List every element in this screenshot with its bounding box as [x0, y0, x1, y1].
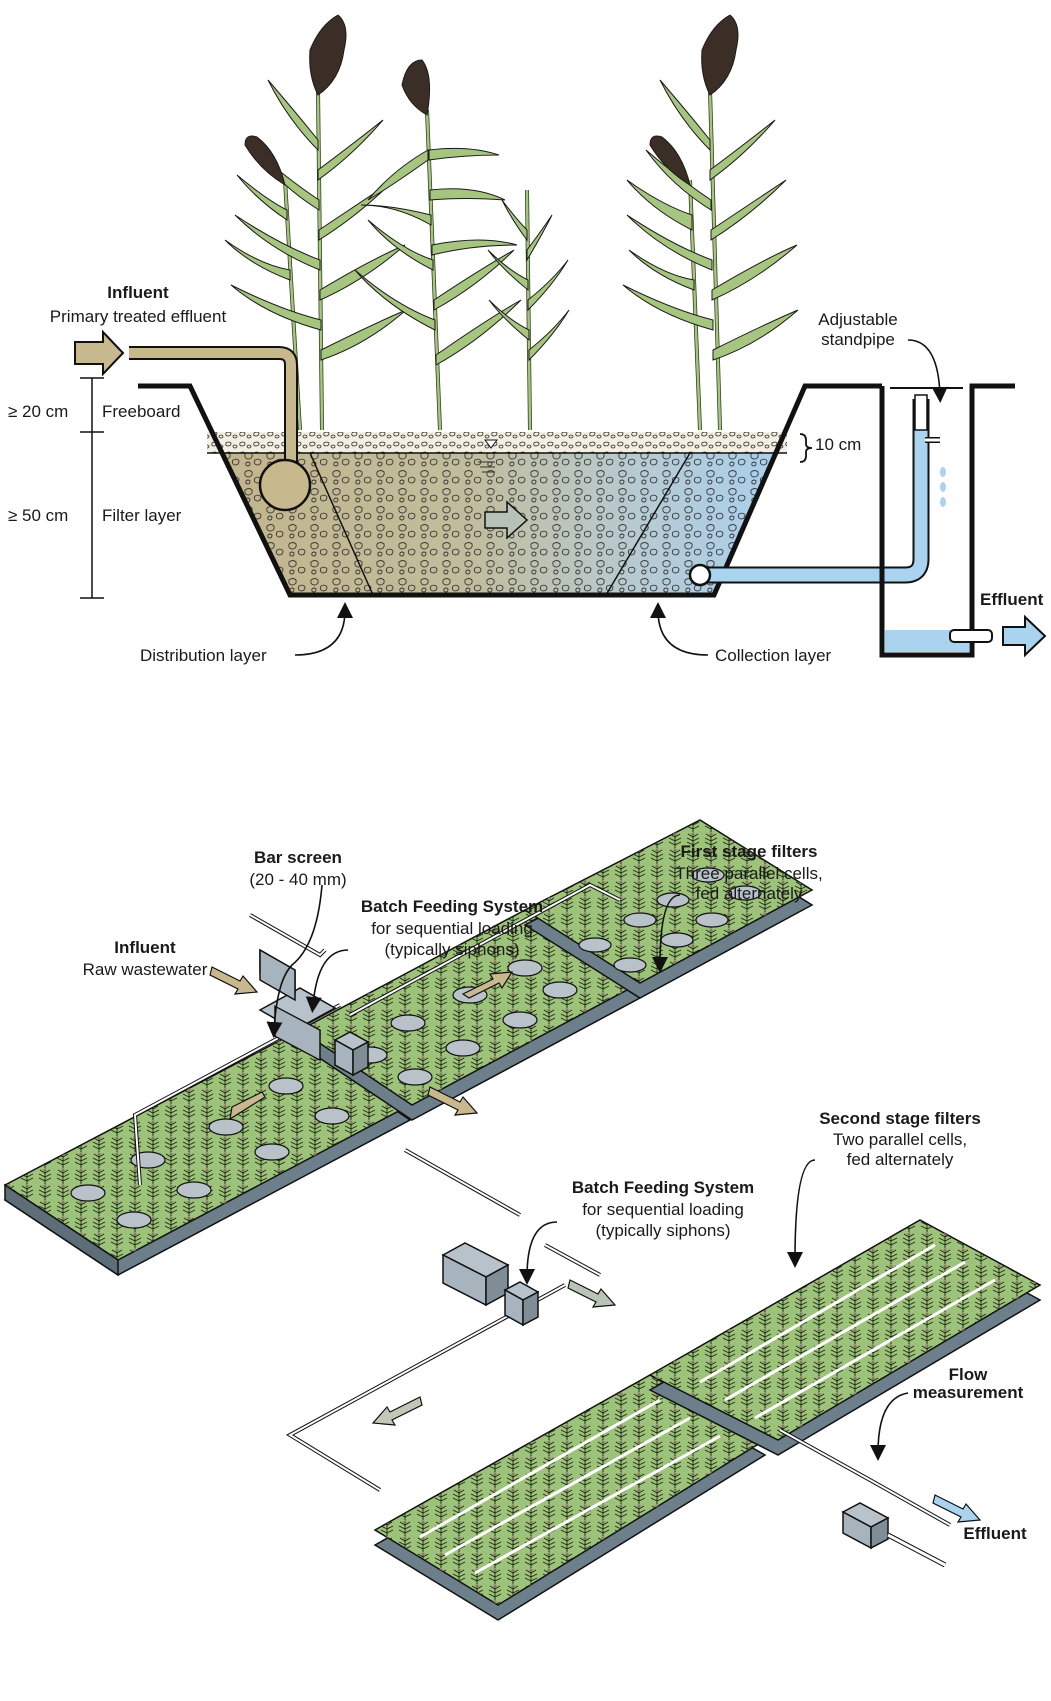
batch-feed-1-line1: for sequential loading	[371, 919, 533, 938]
flow-direction-arrow	[484, 500, 529, 540]
batch-feed-2-leader	[519, 1221, 558, 1285]
influent-arrow	[74, 329, 125, 377]
flow-measurement-line1: Flow	[949, 1365, 988, 1384]
filter-basin	[138, 383, 882, 598]
second-stage-line2: fed alternately	[847, 1150, 954, 1169]
second-stage-cell-2	[648, 1219, 1042, 1456]
effluent-arrow	[1002, 614, 1047, 658]
influent-subtitle-2: Raw wastewater	[83, 960, 208, 979]
brace-10cm	[799, 433, 813, 463]
siphon-tank-2	[503, 1281, 540, 1327]
standpipe-label-1: Adjustable	[818, 310, 897, 329]
bar-screen-title: Bar screen	[254, 848, 342, 867]
effluent-label-top: Effluent	[980, 590, 1044, 609]
first-stage-cell-2	[298, 909, 642, 1121]
first-stage-cell-1	[3, 1029, 412, 1277]
top-layer-thickness: 10 cm	[815, 435, 861, 454]
arrow-to-stage2-b	[371, 1396, 423, 1426]
wetland-cross-section: Influent Primary treated effluent ≥ 20 c…	[8, 14, 1047, 665]
second-stage-leader	[787, 1159, 816, 1268]
freeboard-value: ≥ 20 cm	[8, 402, 68, 421]
batch-feed-1-title: Batch Feeding System	[361, 897, 543, 916]
distribution-leader	[294, 602, 353, 656]
filter-layer-value: ≥ 50 cm	[8, 506, 68, 525]
bar-screen-subtitle: (20 - 40 mm)	[249, 870, 346, 889]
reed-leaves	[224, 79, 799, 366]
first-stage-cell-3	[523, 819, 814, 999]
reed-seed-heads	[244, 14, 739, 187]
flow-measurement-line2: measurement	[913, 1383, 1024, 1402]
first-stage-leader	[652, 894, 681, 973]
bar-screen-leader	[266, 884, 323, 1038]
outlet-system	[688, 383, 1047, 658]
dimension-lines	[80, 377, 104, 599]
arrow-to-cell1	[229, 1091, 266, 1121]
batch-feed-1-leader	[305, 949, 349, 1013]
distribution-pipe-end	[258, 458, 312, 512]
system-layout: Influent Raw wastewater Bar screen (20 -…	[3, 819, 1042, 1621]
standpipe-leader	[907, 339, 948, 403]
flow-arrows	[209, 966, 982, 1523]
first-stage-line2: fed alternately	[696, 884, 803, 903]
influent-arrow-tan	[209, 966, 259, 995]
flow-measurement-leader	[870, 1392, 909, 1461]
distribution-layer-label: Distribution layer	[140, 646, 267, 665]
siphon-tank-1	[333, 1031, 370, 1077]
flow-meter-box	[841, 1502, 890, 1550]
filter-layer-label: Filter layer	[102, 506, 182, 525]
settling-tank-2	[441, 1242, 510, 1307]
batch-feed-2-line1: for sequential loading	[582, 1200, 744, 1219]
arrow-to-cell3	[461, 971, 514, 999]
influent-title-2: Influent	[114, 938, 176, 957]
arrow-to-cell2	[427, 1086, 479, 1116]
effluent-arrow-blue	[932, 1494, 982, 1523]
first-stage-title: First stage filters	[681, 842, 818, 861]
collection-layer-label: Collection layer	[715, 646, 832, 665]
water-drips	[940, 467, 946, 507]
reed-plants	[224, 14, 799, 431]
influent-subtitle: Primary treated effluent	[50, 307, 227, 326]
drain-pipes	[419, 1398, 721, 1575]
influent-pipe	[74, 329, 312, 512]
batch-feed-1-line2: (typically siphons)	[384, 940, 519, 959]
first-stage-line1: Three parallel cells,	[675, 864, 822, 883]
influent-title: Influent	[107, 283, 169, 302]
collection-leader	[650, 602, 709, 656]
standpipe-label-2: standpipe	[821, 330, 895, 349]
bottom-labels: Influent Raw wastewater Bar screen (20 -…	[83, 842, 1027, 1543]
freeboard-label: Freeboard	[102, 402, 180, 421]
batch-feed-2-title: Batch Feeding System	[572, 1178, 754, 1197]
effluent-label-bottom: Effluent	[963, 1524, 1027, 1543]
second-stage-title: Second stage filters	[819, 1109, 981, 1128]
batch-feed-2-line2: (typically siphons)	[595, 1221, 730, 1240]
arrow-to-stage2-a	[567, 1279, 617, 1308]
second-stage-line1: Two parallel cells,	[833, 1130, 967, 1149]
